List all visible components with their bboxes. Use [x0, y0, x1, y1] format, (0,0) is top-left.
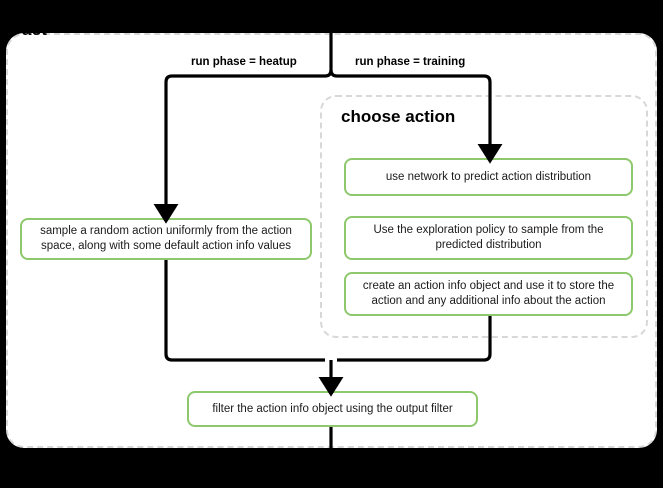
node-create-action-info[interactable]: create an action info object and use it … — [344, 272, 633, 316]
node-use-network-predict[interactable]: use network to predict action distributi… — [344, 158, 633, 196]
edge-label-training: run phase = training — [355, 56, 466, 68]
edge-label-heatup: run phase = heatup — [191, 56, 297, 68]
choose-action-title: choose action — [341, 107, 456, 126]
node-sample-random-action[interactable]: sample a random action uniformly from th… — [20, 218, 312, 260]
node-filter-action-info[interactable]: filter the action info object using the … — [187, 391, 478, 427]
node-exploration-policy[interactable]: Use the exploration policy to sample fro… — [344, 216, 633, 260]
act-title: act — [22, 20, 48, 39]
